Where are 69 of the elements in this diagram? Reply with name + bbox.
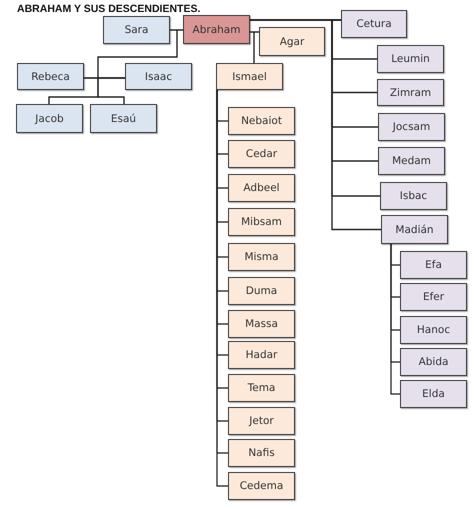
person-box: [400, 348, 467, 376]
person-box: [378, 147, 445, 175]
person-name: Mibsam: [241, 216, 282, 228]
person-box: [400, 251, 467, 279]
person-name: Cedema: [240, 480, 284, 492]
person-name: Abida: [418, 356, 448, 368]
person-box: [400, 283, 467, 311]
person-box: [377, 45, 444, 73]
person-box: [228, 407, 295, 435]
person-name: Abraham: [192, 24, 240, 36]
connector-line: [390, 244, 400, 395]
person-name: Efa: [425, 259, 442, 271]
person-name: Jacob: [35, 112, 64, 124]
person-box: [380, 182, 447, 210]
person-box: [228, 472, 295, 500]
person-box: [17, 63, 84, 90]
person-box: [228, 174, 295, 202]
person-box: [228, 310, 295, 338]
person-name: Nebaiot: [241, 115, 282, 127]
person-name: Isaac: [144, 70, 172, 82]
person-name: Misma: [244, 251, 279, 263]
person-name: Hanoc: [416, 324, 450, 336]
person-box: [228, 208, 295, 236]
person-box: [400, 316, 467, 344]
person-name: Adbeel: [243, 182, 280, 194]
person-box: [228, 341, 295, 369]
person-name: Hadar: [246, 349, 278, 361]
person-name: Madián: [395, 224, 434, 236]
person-box: [381, 215, 448, 244]
person-box: [228, 439, 295, 467]
person-name: Elda: [422, 388, 445, 400]
person-name: Jocsam: [392, 121, 430, 133]
person-box: [90, 104, 157, 133]
diagram-title: ABRAHAM Y SUS DESCENDIENTES.: [17, 3, 200, 15]
person-name: Massa: [245, 318, 278, 330]
person-box: [16, 104, 83, 133]
person-name: Sara: [124, 24, 148, 36]
person-box: [377, 79, 444, 106]
person-box: [259, 27, 325, 56]
person-name: Isbac: [400, 190, 428, 202]
person-name: Agar: [280, 36, 304, 48]
person-box: [228, 243, 295, 271]
person-box: [183, 15, 250, 44]
person-box: [400, 380, 467, 408]
person-name: Tema: [248, 382, 276, 394]
person-name: Cedar: [246, 148, 278, 160]
person-box: [228, 277, 295, 305]
person-name: Efer: [422, 291, 444, 303]
person-box: [228, 374, 295, 402]
person-box: [103, 16, 170, 44]
person-box: [228, 140, 295, 168]
person-box: [228, 107, 295, 135]
person-name: Zimram: [390, 86, 432, 98]
person-name: Nafis: [248, 447, 275, 459]
person-name: Leumin: [391, 53, 430, 65]
person-name: Ismael: [232, 70, 267, 82]
person-name: Esaú: [110, 112, 136, 124]
person-name: Rebeca: [31, 70, 70, 82]
person-box: [125, 63, 192, 90]
person-name: Medam: [392, 155, 431, 167]
connector-line: [97, 77, 125, 104]
person-box: [341, 10, 407, 38]
person-box: [378, 113, 445, 141]
person-name: Duma: [246, 285, 278, 297]
connector-line: [253, 31, 259, 63]
person-name: Jetor: [249, 415, 274, 427]
connector-line: [331, 19, 381, 230]
person-box: [216, 63, 283, 90]
person-name: Cetura: [356, 18, 392, 30]
